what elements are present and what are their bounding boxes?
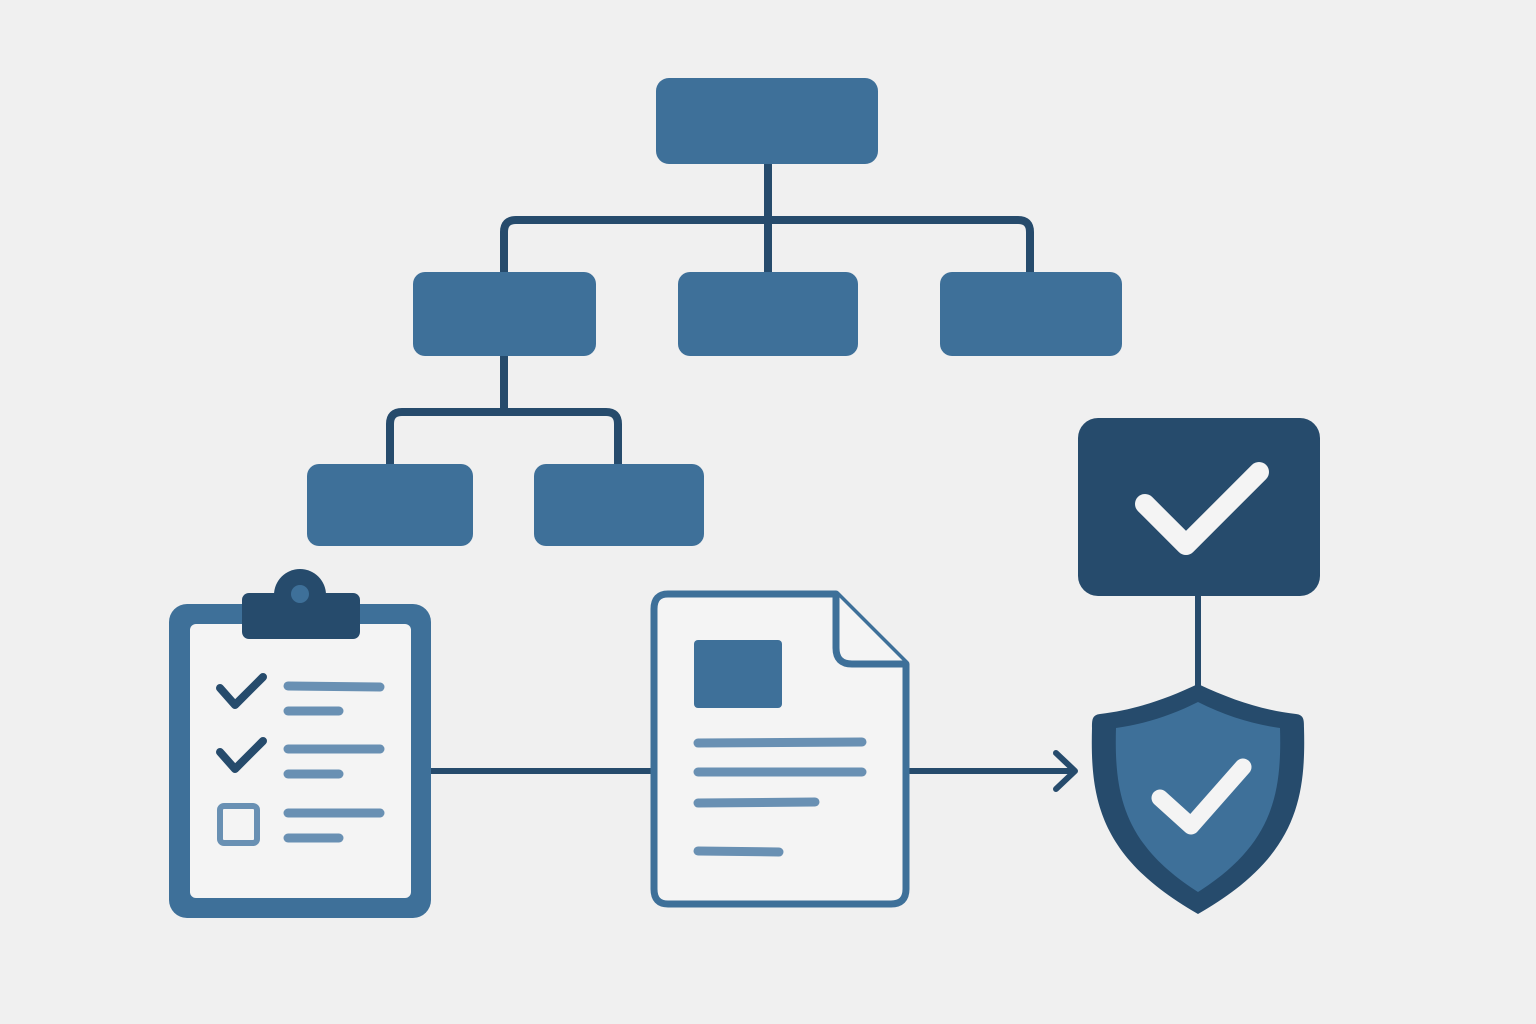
org-node-level1-center	[678, 272, 858, 356]
document-text-line	[693, 737, 867, 748]
checkmark-icon	[1135, 462, 1269, 555]
org-node-root	[656, 78, 878, 164]
document-icon	[650, 590, 910, 908]
shield-check-icon	[1091, 684, 1305, 914]
empty-checkbox-icon	[217, 803, 260, 846]
org-node-level1-right	[940, 272, 1122, 356]
approval-box	[1078, 418, 1320, 596]
workflow-connectors	[427, 591, 1201, 792]
org-chart	[307, 78, 1122, 546]
document-text-line	[693, 846, 784, 857]
checkmark-icon	[1151, 758, 1252, 835]
shield-inner	[1115, 702, 1281, 892]
checklist-text-line	[283, 681, 385, 692]
checklist-item	[217, 803, 385, 846]
connector-level2-bus	[386, 408, 622, 472]
document-text-line	[693, 797, 820, 808]
clipboard-checklist-icon	[169, 569, 431, 918]
clipboard-clip	[242, 593, 360, 639]
approval-box-background	[1078, 418, 1320, 596]
connector-level1-bus	[500, 216, 1034, 280]
arrowhead-icon	[1053, 750, 1078, 792]
document-image-block	[694, 640, 782, 708]
org-chart-connectors	[386, 156, 1034, 472]
checklist-item	[216, 737, 385, 779]
checkmark-icon	[216, 673, 267, 709]
clipboard-clip-hole	[291, 585, 309, 603]
org-node-level1-left	[413, 272, 596, 356]
document-folded-corner	[832, 594, 906, 668]
org-node-level2-right	[534, 464, 704, 546]
checklist-item	[216, 673, 385, 716]
org-node-level2-left	[307, 464, 473, 546]
checkmark-icon	[216, 737, 267, 773]
